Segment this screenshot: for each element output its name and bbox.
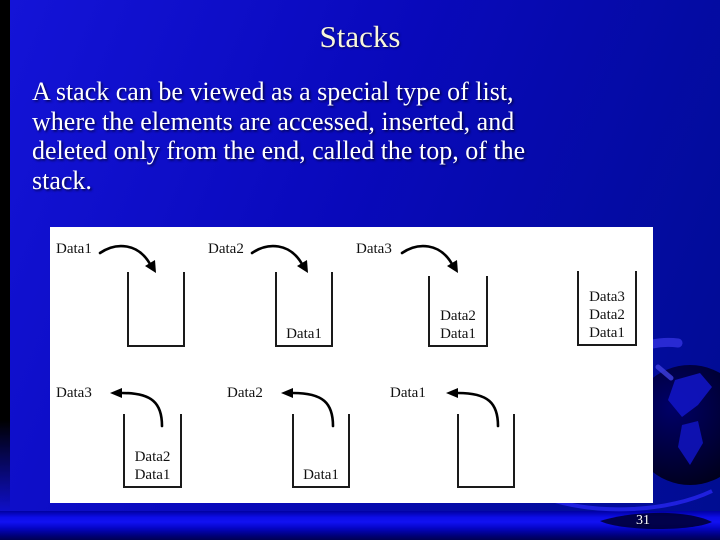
stack-container: Data1 xyxy=(275,272,333,347)
body-line: A stack can be viewed as a special type … xyxy=(32,77,514,106)
body-line: stack. xyxy=(32,165,92,195)
stack-container xyxy=(127,272,185,347)
push-arrow-icon xyxy=(98,244,156,273)
stack-item: Data2 xyxy=(134,449,171,465)
stack-item: Data1 xyxy=(286,326,322,342)
body-line: where the elements are accessed, inserte… xyxy=(32,106,515,136)
pop-arrow-icon xyxy=(110,388,164,428)
pop-item-label: Data3 xyxy=(56,385,92,401)
push-item-label: Data2 xyxy=(208,241,244,257)
stack-item: Data3 xyxy=(589,289,625,305)
globe-base xyxy=(600,512,712,530)
slide-body-text: A stack can be viewed as a special type … xyxy=(32,77,672,195)
push-arrow-icon xyxy=(250,244,308,273)
pop-arrow-icon xyxy=(446,388,500,428)
pop-arrow-icon xyxy=(281,388,335,428)
stack-container: Data1 xyxy=(292,414,350,488)
stack-item: Data1 xyxy=(134,467,171,483)
body-line: deleted only from the end, called the to… xyxy=(32,136,526,165)
globe-continent xyxy=(678,421,703,465)
slide-title: Stacks xyxy=(319,19,401,54)
pop-item-label: Data1 xyxy=(390,385,426,401)
push-arrow-icon xyxy=(400,244,458,273)
pop-item-label: Data2 xyxy=(227,385,263,401)
stack-item: Data2 xyxy=(589,307,625,323)
push-item-label: Data1 xyxy=(56,241,92,257)
stack-item: Data1 xyxy=(589,325,625,341)
stack-item: Data1 xyxy=(303,467,339,483)
left-edge-bar xyxy=(0,0,10,512)
push-item-label: Data3 xyxy=(356,241,392,257)
stack-container xyxy=(457,414,515,488)
page-number: 31 xyxy=(636,513,650,528)
stack-item: Data1 xyxy=(440,326,476,342)
globe-ring-highlight xyxy=(655,364,674,381)
stack-item: Data2 xyxy=(440,308,476,324)
bottom-accent-bar xyxy=(0,511,720,540)
globe-continent xyxy=(668,373,712,417)
